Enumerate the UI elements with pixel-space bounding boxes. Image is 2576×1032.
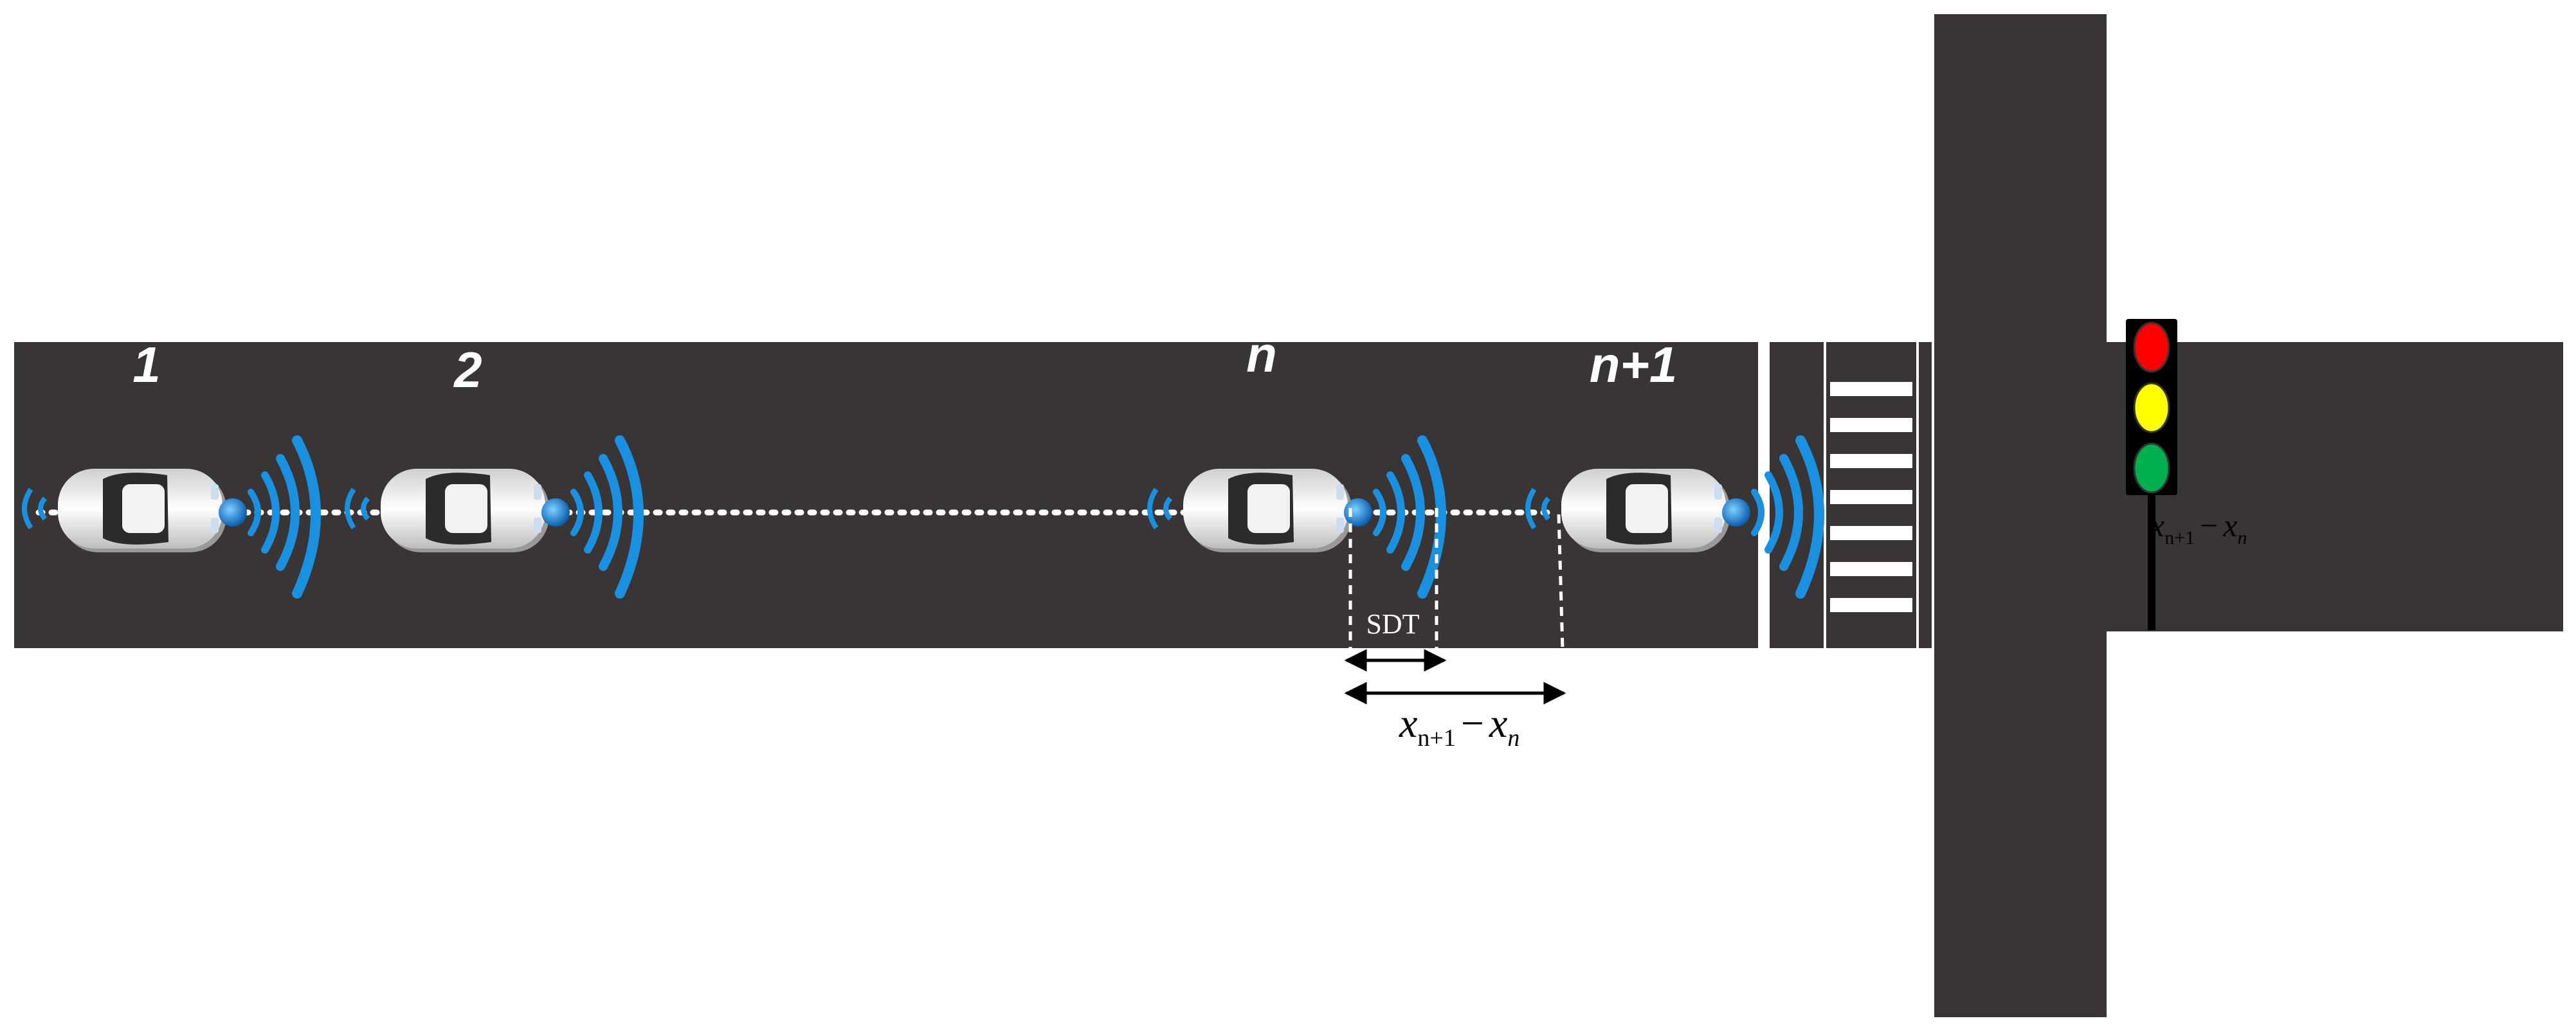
overlay-sub-b: n: [2238, 527, 2247, 548]
traffic-light-pole: [2148, 495, 2155, 630]
gap-var-x2: x: [1489, 700, 1507, 746]
car-icon: [381, 469, 549, 552]
overlay-sub-a: n+1: [2164, 527, 2195, 548]
vehicle-label-n: n: [1246, 326, 1277, 383]
beacon: [219, 498, 247, 527]
signal-waves-rear: [1147, 487, 1173, 530]
red-lamp: [2133, 321, 2170, 373]
vehicle-n-plus-1: [1525, 435, 1824, 599]
overlay-minus: −: [2200, 507, 2218, 543]
vehicle-label-2: 2: [453, 341, 482, 398]
gap-label: xn+1−xn: [1399, 700, 1519, 752]
beacon: [1722, 498, 1750, 527]
vehicle-label-1: 1: [132, 336, 160, 393]
sdt-label: SDT: [1366, 608, 1419, 640]
signal-waves-front: [248, 435, 321, 599]
overlay-var-x: x: [2150, 507, 2164, 543]
gap-var-x: x: [1399, 700, 1417, 746]
road-segment-after-crosswalk: [1919, 342, 1932, 648]
main-road: [14, 342, 1758, 648]
traffic-light: [2126, 319, 2177, 630]
gap-label-overlay: xn+1−xn: [2150, 507, 2247, 548]
vehicle-1: [22, 435, 321, 599]
cross-road: [1934, 14, 2107, 1017]
distance-guides: [1348, 508, 1565, 650]
vehicle-2: [345, 435, 644, 599]
car-icon: [1183, 469, 1352, 552]
signal-waves-front: [1751, 435, 1824, 599]
signal-waves-front: [570, 435, 644, 599]
signal-waves-front: [1373, 435, 1446, 599]
car-icon: [1561, 469, 1730, 552]
vehicle-n: [1147, 435, 1446, 599]
vehicle-label-n-plus-1: n+1: [1590, 336, 1678, 393]
car-icon: [58, 469, 226, 552]
green-lamp: [2133, 442, 2170, 494]
outgoing-road: [2107, 342, 2563, 631]
yellow-lamp: [2133, 382, 2170, 433]
crosswalk: [1830, 382, 1912, 612]
beacon: [541, 498, 570, 527]
gap-sub-a: n+1: [1417, 725, 1455, 752]
beacon: [1344, 498, 1372, 527]
overlay-var-x2: x: [2222, 507, 2237, 543]
gap-minus: −: [1461, 700, 1484, 746]
signal-waves-rear: [22, 487, 48, 530]
gap-sub-b: n: [1507, 725, 1519, 752]
signal-waves-rear: [345, 487, 370, 530]
signal-waves-rear: [1525, 487, 1551, 530]
